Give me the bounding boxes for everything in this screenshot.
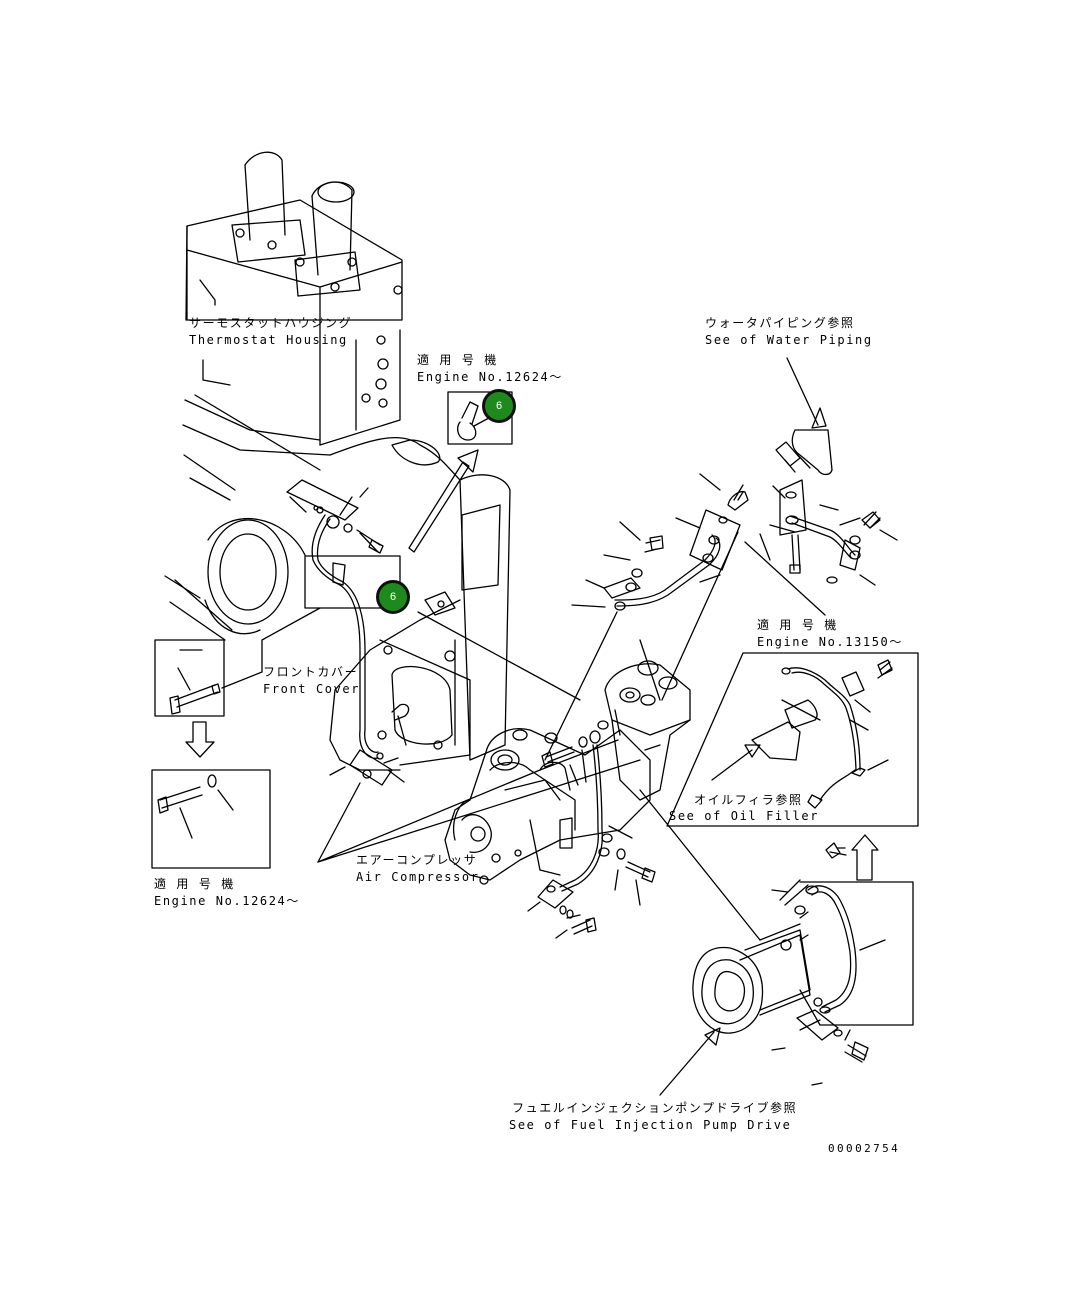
applicable-serial-label-3-jp: 適 用 号 機	[154, 877, 235, 891]
air-compressor-leaders	[317, 611, 641, 863]
bolt-washer-inset	[151, 769, 271, 869]
applicable-serial-label-3-en: Engine No.12624～	[154, 894, 300, 908]
fuel-pump-drive-drawing	[639, 789, 914, 1096]
oil-filler-label-jp: オイルフィラ参照	[694, 793, 803, 807]
water-piping-drawing	[744, 429, 898, 616]
oil-filler-up-arrow	[851, 834, 879, 881]
upper-pipe-drawing	[544, 473, 749, 761]
fuel-injection-pump-label-jp: フュエルインジェクションポンプドライブ参照	[512, 1101, 798, 1115]
thermostat-housing-drawing	[164, 151, 511, 771]
fuel-injection-pump-label-en: See of Fuel Injection Pump Drive	[509, 1118, 792, 1132]
air-compressor-drawing	[444, 660, 691, 939]
front-cover-label-en: Front Cover	[263, 682, 361, 696]
thermostat-housing-label-en: Thermostat Housing	[189, 333, 348, 347]
callout-6-marker[interactable]: 6	[376, 580, 410, 614]
front-cover-label-jp: フロントカバー	[263, 665, 359, 679]
air-compressor-label-jp: エアーコンプレッサ	[356, 853, 478, 867]
front-cover-bolt-inset	[154, 607, 321, 758]
detail-arrow-up	[408, 449, 479, 553]
water-piping-leader	[786, 357, 827, 429]
applicable-serial-label-1-en: Engine No.12624～	[417, 370, 563, 384]
applicable-serial-label-2-en: Engine No.13150～	[757, 635, 903, 649]
water-piping-label-jp: ウォータパイピング参照	[705, 316, 855, 330]
applicable-serial-label-2-jp: 適 用 号 機	[757, 618, 838, 632]
air-compressor-label-en: Air Compressor	[356, 870, 480, 884]
oil-filler-inset	[666, 652, 919, 827]
callout-6-marker[interactable]: 6	[482, 389, 516, 423]
oil-filler-label-en: See of Oil Filler	[669, 809, 820, 823]
oil-pipe-front-cover	[286, 479, 410, 786]
thermostat-housing-label-jp: サーモスタットハウジング	[189, 316, 353, 330]
applicable-serial-label-1-jp: 適 用 号 機	[417, 353, 498, 367]
drawing-code: 00002754	[828, 1142, 901, 1155]
water-piping-label-en: See of Water Piping	[705, 333, 873, 347]
